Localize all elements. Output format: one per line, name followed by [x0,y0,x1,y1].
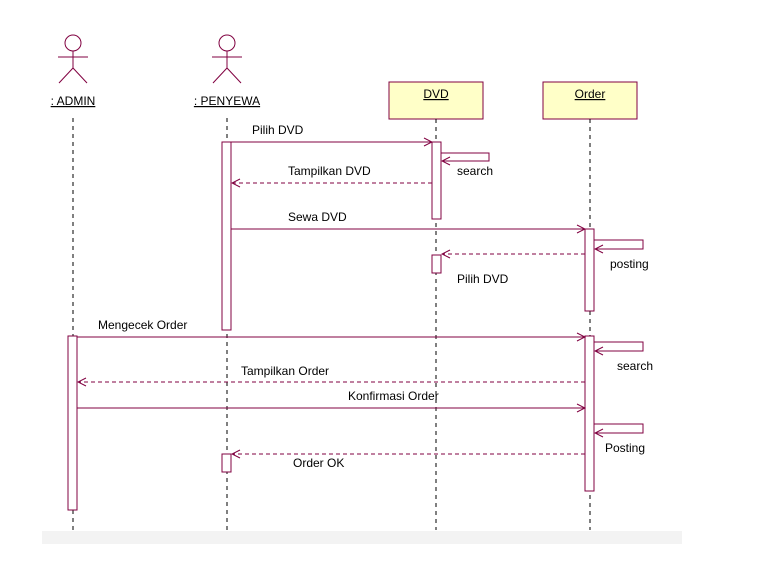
actor-label-admin: : ADMIN [51,94,96,108]
stick-figure-icon [212,34,242,84]
activation-dvd-return [431,254,442,274]
activation-order-2 [584,335,595,492]
object-box-order [542,81,638,120]
message-label: search [457,164,493,178]
message-label: posting [610,257,649,271]
object-order[interactable]: Order [542,81,638,120]
message-arrow [594,239,644,249]
activation-dvd [431,141,442,220]
actor-penyewa[interactable]: : PENYEWA [194,34,260,108]
object-label-dvd: DVD [423,87,449,101]
message-konfirmasi-order[interactable]: Konfirmasi Order [77,389,585,408]
actor-admin[interactable]: : ADMIN [51,34,96,108]
activation-admin [67,335,78,511]
message-order-ok[interactable]: Order OK [232,454,585,470]
message-posting-2[interactable]: Posting [594,423,645,455]
activation-penyewa [221,141,232,331]
message-label: Pilih DVD [457,272,509,286]
message-label: Tampilkan Order [241,364,329,378]
message-label: Posting [605,441,645,455]
message-arrow [594,341,644,351]
message-tampilkan-order[interactable]: Tampilkan Order [78,364,585,382]
activation-penyewa-return [221,453,232,473]
message-label: Konfirmasi Order [348,389,439,403]
message-label: Order OK [293,456,344,470]
message-arrow [441,152,490,161]
message-search-order[interactable]: search [594,341,653,373]
message-sewa-dvd[interactable]: Sewa DVD [231,210,585,229]
canvas-bottom-strip [42,531,682,544]
message-arrow [594,423,644,433]
message-pilih-dvd[interactable]: Pilih DVD [231,123,432,142]
object-dvd[interactable]: DVD [388,81,484,120]
message-posting[interactable]: posting [594,239,649,271]
message-tampilkan-dvd[interactable]: Tampilkan DVD [232,164,432,183]
message-label: Tampilkan DVD [288,164,371,178]
message-label: Sewa DVD [288,210,347,224]
message-search-dvd[interactable]: search [441,152,493,178]
message-pilih-dvd-return[interactable]: Pilih DVD [442,254,585,286]
message-label: Mengecek Order [98,318,187,332]
message-mengecek-order[interactable]: Mengecek Order [77,318,585,337]
stick-figure-icon [58,34,88,84]
actor-label-penyewa: : PENYEWA [194,94,260,108]
message-label: Pilih DVD [252,123,304,137]
activation-order-1 [584,228,595,312]
object-label-order: Order [575,87,606,101]
object-box-dvd [388,81,484,120]
message-label: search [617,359,653,373]
